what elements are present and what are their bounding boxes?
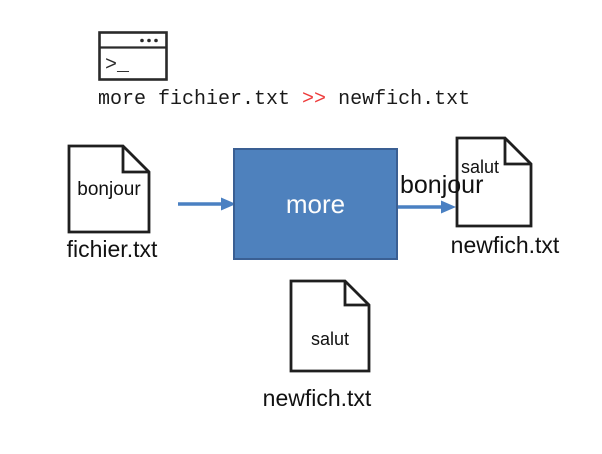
original-file-icon bbox=[289, 279, 371, 373]
original-file-content: salut bbox=[310, 329, 350, 349]
document-outline bbox=[289, 279, 371, 373]
original-file-label: newfich.txt bbox=[262, 385, 372, 411]
terminal-prompt-glyph: >_ bbox=[105, 54, 130, 77]
document-outline bbox=[67, 144, 151, 234]
input-arrow-icon bbox=[178, 197, 236, 211]
arrow-head bbox=[441, 200, 456, 214]
appended-content-text: bonjour bbox=[400, 171, 484, 199]
output-file-existing-content: salut bbox=[461, 157, 500, 177]
command-prefix: more fichier.txt bbox=[98, 88, 303, 111]
output-arrow-icon bbox=[398, 200, 456, 214]
more-process-box: more bbox=[233, 148, 398, 260]
dogear-fold bbox=[121, 146, 149, 174]
input-file-content: bonjour bbox=[77, 179, 141, 200]
input-file-icon bbox=[67, 144, 151, 234]
command-text: more fichier.txt >> newfich.txt bbox=[98, 88, 470, 111]
command-suffix: newfich.txt bbox=[326, 88, 471, 111]
output-file-label: newfich.txt bbox=[450, 232, 560, 258]
terminal-window-icon: >_ bbox=[98, 31, 168, 81]
arrow-head bbox=[221, 197, 236, 211]
output-file-icon bbox=[455, 136, 533, 228]
document-outline bbox=[455, 136, 533, 228]
dogear-fold bbox=[503, 138, 531, 166]
process-label: more bbox=[285, 188, 346, 219]
dogear-fold bbox=[343, 281, 369, 307]
terminal-titlebar-dots-icon bbox=[140, 38, 158, 43]
append-operator: >> bbox=[302, 88, 327, 111]
input-file-label: fichier.txt bbox=[66, 236, 158, 262]
